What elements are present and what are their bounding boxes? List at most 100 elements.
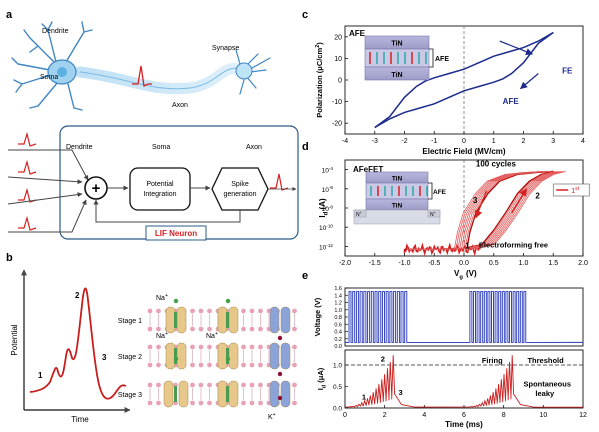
lipid-head [198,382,204,388]
c-xtick-label: 3 [551,138,555,145]
d-cycle-down-8 [454,171,541,249]
lipid-head [292,362,297,368]
lif-label: LIF Neuron [155,229,197,238]
lipid-head [258,362,263,368]
lipid-head [249,326,255,332]
lipid-head [156,308,161,314]
na-ion [225,356,231,362]
lipid-head [241,400,246,406]
stage-membrane-3 [147,380,297,408]
e-xtick-label: 10 [539,412,547,419]
integration-line2: Integration [143,191,176,198]
lipid-head [292,400,297,406]
e-bottom-ytick-label: 1.0 [333,363,342,370]
panel-d-letter: d [302,141,309,153]
d-ytick-label: 10-10 [319,224,333,233]
lipid-head [156,382,161,388]
input-lines [7,149,89,233]
c-inset-afe-label: AFE [435,56,449,63]
c-ylabel: Polarization (μC/cm2) [315,42,324,118]
lipid-head [156,344,161,350]
panel-e-letter: e [302,270,308,282]
d-legend-label: 1st [571,186,579,195]
channel-subunit [165,306,176,334]
channel-subunit [217,342,228,370]
soma-nucleus [57,67,67,77]
d-ytick-label: 10-4 [322,166,334,175]
d-ylabel: Id (A) [318,198,330,218]
e-curve-label-3: 3 [399,388,403,397]
d-xtick-label: -0.5 [428,260,440,267]
lipid-head [249,362,255,368]
d-title: AFeFET [353,165,383,174]
lipid-head [156,326,161,332]
c-xtick-label: 2 [522,138,526,145]
channel-subunit [178,380,189,408]
d-noise-floor [403,242,481,257]
action-potential-curve [29,287,127,400]
d-arrow-down [474,190,488,219]
d-forming-label: Electroforming free [479,240,548,249]
e-top-ytick-label: 1.0 [334,308,342,314]
e-top-ytick-label: 1.2 [334,301,342,307]
c-title: AFE [349,29,366,38]
c-ytick-label: 10 [334,56,342,63]
channel-gate [226,386,229,402]
channel-subunit [280,380,291,408]
channel-gate [226,348,229,364]
channel-gate [226,312,229,328]
block-soma-label: Soma [152,144,170,151]
axon-spike-icon [132,65,152,87]
lipid-head [190,344,195,350]
neuron-illustration: Dendrite Soma Synapse Axon [11,21,271,111]
leak-feedback-line [93,199,241,223]
spike-line2: generation [223,191,256,198]
b-peak-3: 3 [102,353,107,362]
e-top-ytick-label: 0.6 [334,322,342,328]
channel-subunit [228,380,239,408]
lipid-head [190,382,195,388]
c-inset-bracket [429,48,434,68]
c-ytick-label: 0 [338,78,342,85]
channel-subunit [280,342,291,370]
lipid-head [156,362,161,368]
d-xtick-label: -1.5 [369,260,381,267]
lif-block-diagram: Dendrite Soma Axon + Potential Integrati… [7,125,299,241]
label-synapse: Synapse [212,45,239,52]
e-current-response [344,355,584,409]
synapse-terminals [235,49,271,95]
lipid-head [207,382,212,388]
channel-subunit [217,306,228,334]
d-inset-source [353,209,367,218]
d-curve-label-3: 3 [473,196,478,205]
e-top-ytick-label: 1.6 [334,286,342,292]
d-curve-label-1: 1 [465,241,470,250]
label-dendrite: Dendrite [42,28,69,35]
channel-subunit [228,342,239,370]
c-fe-label: FE [562,67,573,76]
lipid-head [190,308,195,314]
e-top-ytick-label: 0.0 [334,344,342,350]
c-ytick-label: 20 [334,34,342,41]
d-cycle-up-8 [417,171,566,250]
channel-subunit [165,342,176,370]
na-ion [173,298,179,304]
na-label-stage2-right: Na+ [206,331,218,340]
d-inset-source-label: N+ [356,211,362,218]
lipid-head [258,344,263,350]
e-spontaneous-label: Spontaneous [524,380,572,389]
d-inset-drain [427,209,441,218]
d-xtick-label: -2.0 [339,260,351,267]
block-dendrite-label: Dendrite [66,144,93,151]
lipid-head [147,382,153,388]
lipid-head [147,326,153,332]
d-ytick-label: 10-12 [319,243,333,252]
d-ytick-label: 10-6 [322,185,334,194]
channel-subunit [217,380,228,408]
c-arrow-upper [499,40,534,56]
channel-subunit [228,306,239,334]
